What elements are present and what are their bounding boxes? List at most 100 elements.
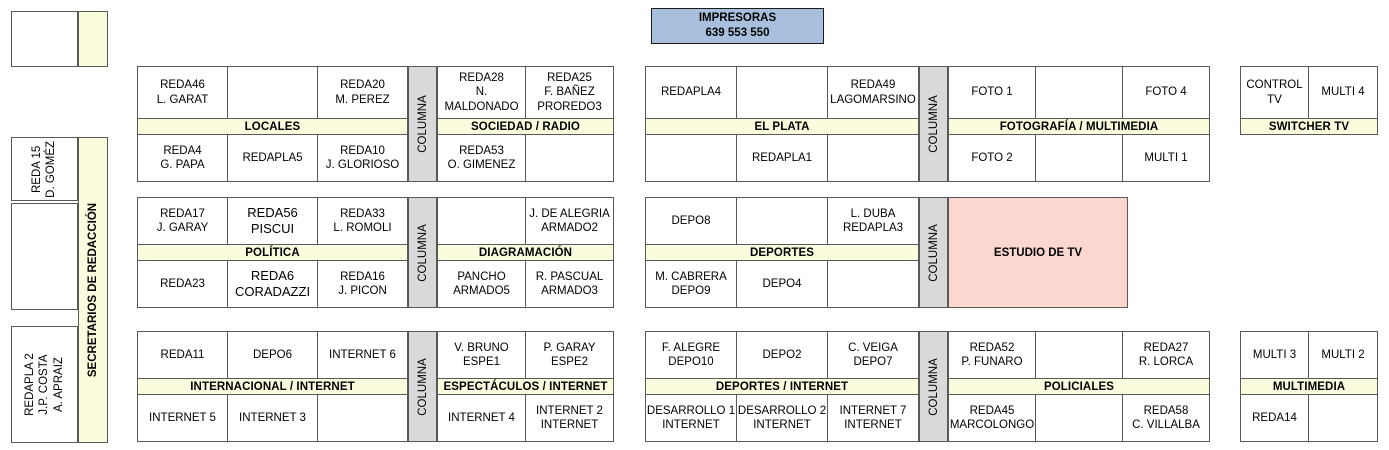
desk-cell[interactable]: DEPO6 bbox=[227, 331, 318, 379]
columna-label: COLUMNA bbox=[416, 95, 429, 153]
desk-cell[interactable]: MULTI 2 bbox=[1308, 331, 1378, 379]
desk-cell[interactable]: REDA46 L. GARAT bbox=[137, 66, 228, 119]
printers-box: IMPRESORAS 639 553 550 bbox=[651, 8, 824, 44]
desk-cell[interactable]: REDAPLA5 bbox=[227, 134, 318, 182]
desk-cell[interactable] bbox=[1308, 394, 1378, 442]
desk-cell[interactable]: REDA33 L. ROMOLI bbox=[317, 197, 408, 245]
desk-cell[interactable]: REDA25 F. BAÑEZ PROREDO3 bbox=[525, 66, 614, 119]
estudio-de-tv-block[interactable]: ESTUDIO DE TV bbox=[948, 197, 1128, 308]
desk-cell[interactable]: REDA6 CORADAZZI bbox=[227, 260, 318, 308]
block-label-politica: POLÍTICA bbox=[137, 244, 408, 261]
desk-cell[interactable]: MULTI 3 bbox=[1240, 331, 1309, 379]
desk-cell[interactable]: REDA52 P. FUNARO bbox=[948, 331, 1036, 379]
desk-cell[interactable]: INTERNET 4 bbox=[437, 394, 526, 442]
desk-cell[interactable] bbox=[645, 134, 737, 182]
desk-cell[interactable]: FOTO 1 bbox=[948, 66, 1036, 119]
sidebar-cell-redapla2-label: REDAPLA 2 J.P. COSTA A. APRAIZ bbox=[23, 353, 65, 416]
sidebar-secretarios-label: SECRETARIOS DE REDACCIÓN bbox=[87, 202, 99, 378]
desk-cell[interactable]: DEPO4 bbox=[736, 260, 828, 308]
printers-title: IMPRESORAS bbox=[698, 12, 777, 25]
desk-cell[interactable] bbox=[437, 197, 526, 245]
desk-cell[interactable]: M. CABRERA DEPO9 bbox=[645, 260, 737, 308]
desk-cell[interactable]: REDA23 bbox=[137, 260, 228, 308]
desk-cell[interactable]: REDAPLA1 bbox=[736, 134, 828, 182]
desk-cell[interactable]: REDA4 G. PAPA bbox=[137, 134, 228, 182]
desk-cell[interactable]: REDA20 M. PEREZ bbox=[317, 66, 408, 119]
desk-cell[interactable]: R. PASCUAL ARMADO3 bbox=[525, 260, 614, 308]
desk-cell[interactable]: J. DE ALEGRIA ARMADO2 bbox=[525, 197, 614, 245]
block-label-el-plata: EL PLATA bbox=[645, 118, 919, 135]
desk-cell[interactable]: REDA16 J. PICON bbox=[317, 260, 408, 308]
desk-cell[interactable]: REDA58 C. VILLALBA bbox=[1122, 394, 1210, 442]
desk-cell[interactable] bbox=[736, 197, 828, 245]
desk-cell[interactable] bbox=[1035, 66, 1123, 119]
desk-cell[interactable]: INTERNET 5 bbox=[137, 394, 228, 442]
columna-pillar: COLUMNA bbox=[919, 66, 948, 182]
desk-cell[interactable]: C. VEIGA DEPO7 bbox=[827, 331, 919, 379]
desk-cell[interactable]: V. BRUNO ESPE1 bbox=[437, 331, 526, 379]
columna-pillar: COLUMNA bbox=[919, 197, 948, 308]
block-label-espectaculos-internet: ESPECTÁCULOS / INTERNET bbox=[437, 378, 614, 395]
desk-cell[interactable] bbox=[827, 134, 919, 182]
desk-cell[interactable]: REDA49 LAGOMARSINO bbox=[827, 66, 919, 119]
desk-cell[interactable]: INTERNET 3 bbox=[227, 394, 318, 442]
desk-cell[interactable] bbox=[827, 260, 919, 308]
columna-label: COLUMNA bbox=[927, 95, 940, 153]
desk-cell[interactable]: F. ALEGRE DEPO10 bbox=[645, 331, 737, 379]
sidebar-cell-empty[interactable] bbox=[11, 203, 78, 310]
block-label-diagramacion: DIAGRAMACIÓN bbox=[437, 244, 614, 261]
columna-pillar: COLUMNA bbox=[919, 331, 948, 442]
desk-cell[interactable]: DESARROLLO 2 INTERNET bbox=[736, 394, 828, 442]
sidebar-cell-redapla2[interactable]: REDAPLA 2 J.P. COSTA A. APRAIZ bbox=[11, 326, 78, 443]
desk-cell[interactable]: REDA53 O. GIMENEZ bbox=[437, 134, 526, 182]
desk-cell[interactable] bbox=[1035, 331, 1123, 379]
block-label-fotografia-multimedia: FOTOGRAFÍA / MULTIMEDIA bbox=[948, 118, 1210, 135]
desk-cell[interactable]: DESARROLLO 1 INTERNET bbox=[645, 394, 737, 442]
desk-cell[interactable]: MULTI 1 bbox=[1122, 134, 1210, 182]
block-label-policiales: POLICIALES bbox=[948, 378, 1210, 395]
sidebar-top-strip bbox=[78, 11, 108, 67]
desk-cell[interactable]: DEPO2 bbox=[736, 331, 828, 379]
desk-cell[interactable]: PANCHO ARMADO5 bbox=[437, 260, 526, 308]
desk-cell[interactable]: FOTO 4 bbox=[1122, 66, 1210, 119]
desk-cell[interactable]: MULTI 4 bbox=[1308, 66, 1378, 119]
desk-cell[interactable]: INTERNET 6 bbox=[317, 331, 408, 379]
desk-cell[interactable]: REDA56 PISCUI bbox=[227, 197, 318, 245]
desk-cell[interactable]: REDA27 R. LORCA bbox=[1122, 331, 1210, 379]
columna-pillar: COLUMNA bbox=[408, 66, 437, 182]
block-label-internacional-internet: INTERNACIONAL / INTERNET bbox=[137, 378, 408, 395]
block-label-locales: LOCALES bbox=[137, 118, 408, 135]
desk-cell[interactable]: REDA17 J. GARAY bbox=[137, 197, 228, 245]
desk-cell[interactable] bbox=[317, 394, 408, 442]
desk-cell[interactable] bbox=[525, 134, 614, 182]
desk-cell[interactable]: L. DUBA REDAPLA3 bbox=[827, 197, 919, 245]
block-label-multimedia: MULTIMEDIA bbox=[1240, 378, 1378, 395]
desk-cell[interactable] bbox=[736, 66, 828, 119]
columna-pillar: COLUMNA bbox=[408, 331, 437, 442]
desk-cell[interactable]: INTERNET 2 INTERNET bbox=[525, 394, 614, 442]
columna-label: COLUMNA bbox=[927, 357, 940, 416]
block-label-sociedad-radio: SOCIEDAD / RADIO bbox=[437, 118, 614, 135]
desk-cell[interactable]: REDA45 MARCOLONGO bbox=[948, 394, 1036, 442]
desk-cell[interactable]: REDA11 bbox=[137, 331, 228, 379]
desk-cell[interactable]: P. GARAY ESPE2 bbox=[525, 331, 614, 379]
desk-cell[interactable]: FOTO 2 bbox=[948, 134, 1036, 182]
desk-cell[interactable] bbox=[1035, 134, 1123, 182]
block-label-deportes: DEPORTES bbox=[645, 244, 919, 261]
columna-label: COLUMNA bbox=[416, 357, 429, 416]
sidebar-cell-reda15[interactable]: REDA 15 D. GOMÉZ bbox=[11, 137, 78, 201]
columna-label: COLUMNA bbox=[416, 223, 429, 282]
columna-label: COLUMNA bbox=[927, 223, 940, 282]
desk-cell[interactable]: CONTROL TV bbox=[1240, 66, 1309, 119]
desk-cell[interactable]: REDA28 N. MALDONADO bbox=[437, 66, 526, 119]
desk-cell[interactable]: DEPO8 bbox=[645, 197, 737, 245]
desk-cell[interactable] bbox=[227, 66, 318, 119]
desk-cell[interactable]: REDA14 bbox=[1240, 394, 1309, 442]
desk-cell[interactable]: INTERNET 7 INTERNET bbox=[827, 394, 919, 442]
desk-cell[interactable]: REDAPLA4 bbox=[645, 66, 737, 119]
desk-cell[interactable]: REDA10 J. GLORIOSO bbox=[317, 134, 408, 182]
sidebar-top-empty-cell[interactable] bbox=[11, 11, 78, 67]
block-label-deportes-internet: DEPORTES / INTERNET bbox=[645, 378, 919, 395]
desk-cell[interactable] bbox=[1035, 394, 1123, 442]
block-label-switcher-tv: SWITCHER TV bbox=[1240, 118, 1378, 135]
